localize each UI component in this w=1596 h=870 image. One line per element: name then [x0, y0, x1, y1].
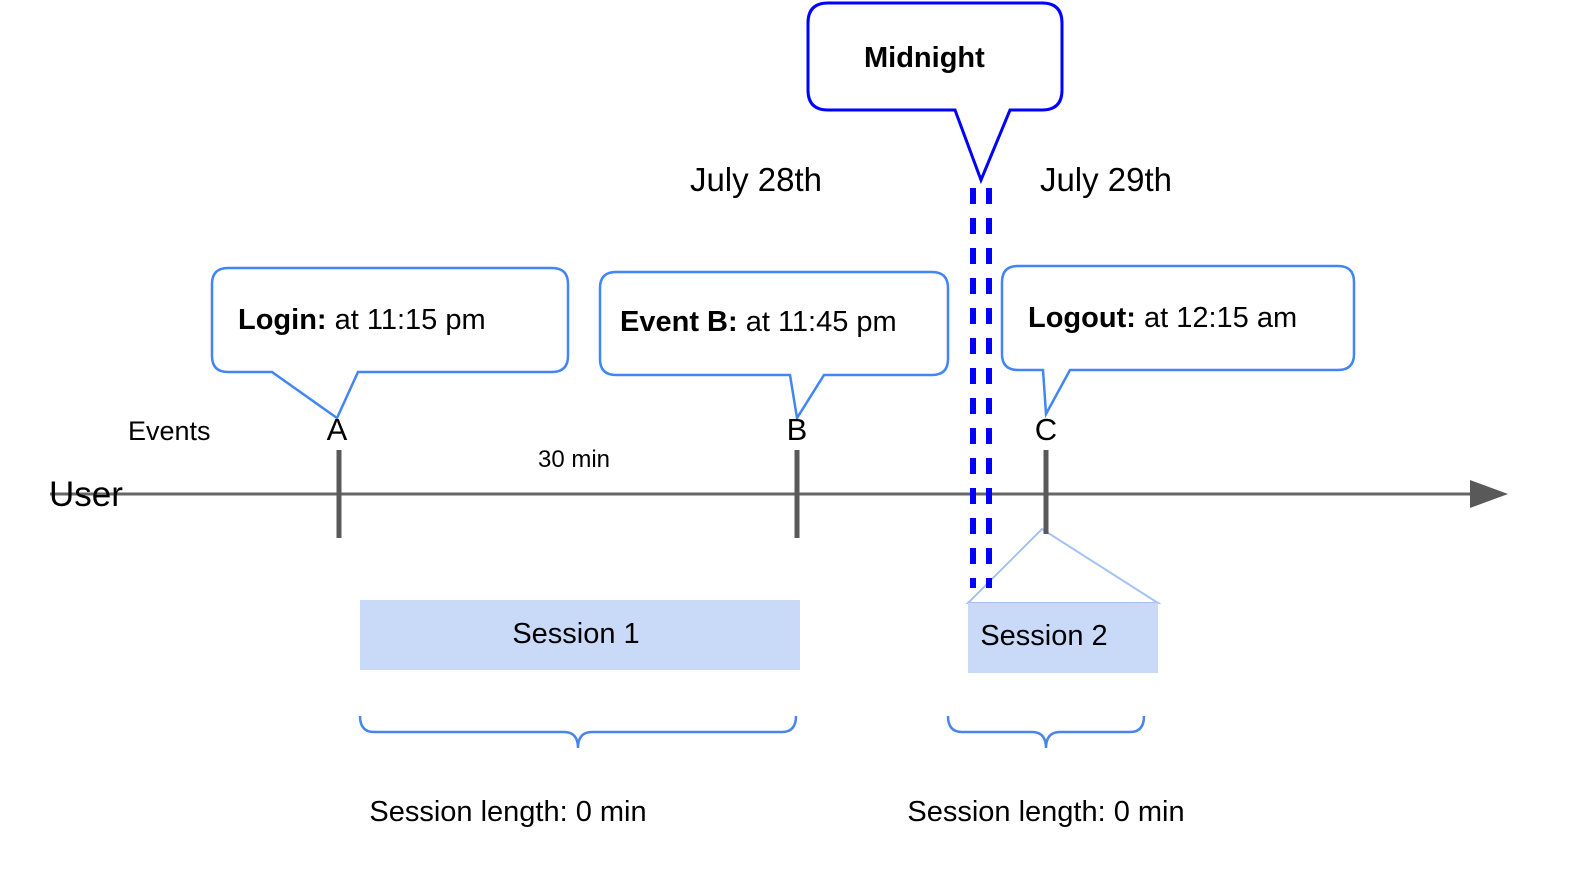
event-b-callout-shape [598, 270, 950, 422]
session-2-length-label: Session length: 0 min [907, 796, 1185, 828]
midnight-callout-label: Midnight [864, 42, 985, 74]
session-2-box [968, 603, 1158, 673]
event-letter-a: A [326, 412, 348, 447]
event-letter-c: C [1034, 412, 1058, 447]
session-1-box [360, 600, 800, 670]
session-1-length-label: Session length: 0 min [369, 796, 647, 828]
row-label-events: Events [128, 416, 211, 446]
logout-callout-lead: Logout: [1028, 302, 1136, 334]
session-2-connector [965, 527, 1162, 604]
logout-callout-detail: at 12:15 am [1135, 302, 1298, 334]
logout-callout-shape [1000, 264, 1356, 419]
interval-label-30-min: 30 min [537, 446, 611, 473]
event-b-callout-detail: at 11:45 pm [737, 306, 897, 338]
session-2-label: Session 2 [980, 620, 1108, 652]
timeline-arrow-head [1470, 480, 1508, 508]
event-b-callout-text: Event B: at 11:45 pm [620, 308, 897, 337]
login-callout-text: Login: at 11:15 pm [238, 306, 486, 335]
midnight-callout-shape [806, 1, 1064, 185]
session-1-brace [358, 715, 798, 749]
login-callout-shape [210, 266, 570, 420]
logout-callout-text: Logout: at 12:15 am [1028, 304, 1297, 333]
login-callout-lead: Login: [238, 304, 327, 336]
row-label-user: User [49, 475, 123, 514]
session-2-brace [946, 715, 1146, 749]
event-b-callout-lead: Event B: [620, 306, 738, 338]
login-callout-detail: at 11:15 pm [326, 304, 486, 336]
date-label-july-28: July 28th [689, 161, 823, 198]
event-letter-b: B [786, 412, 808, 447]
session-1-label: Session 1 [512, 618, 640, 650]
date-label-july-29: July 29th [1039, 161, 1173, 198]
